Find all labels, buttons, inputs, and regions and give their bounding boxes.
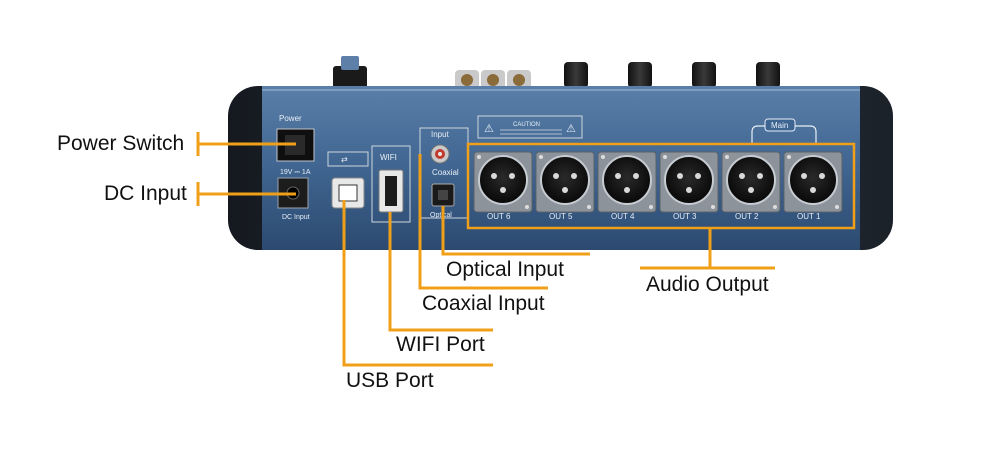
top-knob-left-cap [341, 56, 359, 70]
usb-port-label: USB Port [346, 369, 434, 392]
digital-input-block: Input Coaxial Optical [419, 127, 469, 219]
audio-output-frame [466, 142, 856, 230]
output-label: OUT 1 [797, 212, 821, 221]
dc-input-label: DC Input [104, 182, 187, 205]
top-knob-left [333, 66, 367, 90]
callout-lines [196, 132, 856, 367]
usb-port-block: ⇄ [327, 151, 369, 209]
usb-symbol-icon: ⇄ [341, 155, 348, 164]
warning-triangle-icon: ⚠ [484, 123, 494, 135]
optical-input-label: Optical Input [446, 258, 564, 281]
optical-leader [441, 206, 590, 256]
xlr-output[interactable]: OUT 1 [783, 151, 843, 221]
output-label: OUT 4 [611, 212, 635, 221]
output-label: OUT 3 [673, 212, 697, 221]
dc-rating-label: 19V ⎓ 1A [280, 169, 311, 176]
warning-triangle-icon: ⚠ [566, 123, 576, 135]
wifi-port-label: WIFI Port [396, 333, 485, 356]
caution-label-block: ⚠ ⚠ CAUTION [477, 115, 583, 139]
output-label: OUT 5 [549, 212, 573, 221]
main-label: Main [771, 121, 788, 130]
coaxial-input-label: Coaxial Input [422, 292, 545, 315]
output-label: OUT 2 [735, 212, 759, 221]
xlr-outputs: OUT 6 OUT 5 OUT 4 OUT 3 [473, 151, 843, 221]
xlr-output[interactable]: OUT 6 [473, 151, 533, 221]
wifi-port-block: WIFI [371, 145, 411, 223]
power-panel-label: Power [279, 114, 302, 123]
top-controls [333, 56, 780, 92]
coaxial-panel-label: Coaxial [432, 168, 459, 177]
optical-panel-label: Optical [430, 212, 452, 219]
input-panel-label: Input [431, 130, 450, 139]
output-label: OUT 6 [487, 212, 511, 221]
xlr-output[interactable]: OUT 5 [535, 151, 595, 221]
usb-leader [342, 200, 493, 367]
caution-text: CAUTION [513, 122, 540, 128]
xlr-output[interactable]: OUT 3 [659, 151, 719, 221]
dc-panel-label: DC Input [282, 214, 310, 221]
power-switch-label: Power Switch [57, 132, 185, 155]
coaxial-leader [418, 154, 548, 290]
audio-output-label: Audio Output [646, 273, 769, 296]
xlr-output[interactable]: OUT 4 [597, 151, 657, 221]
wifi-leader [388, 212, 493, 332]
wifi-panel-label: WIFI [380, 153, 397, 162]
top-knobs-right [564, 62, 780, 88]
xlr-output[interactable]: OUT 2 [721, 151, 781, 221]
main-bracket: Main [751, 118, 817, 144]
